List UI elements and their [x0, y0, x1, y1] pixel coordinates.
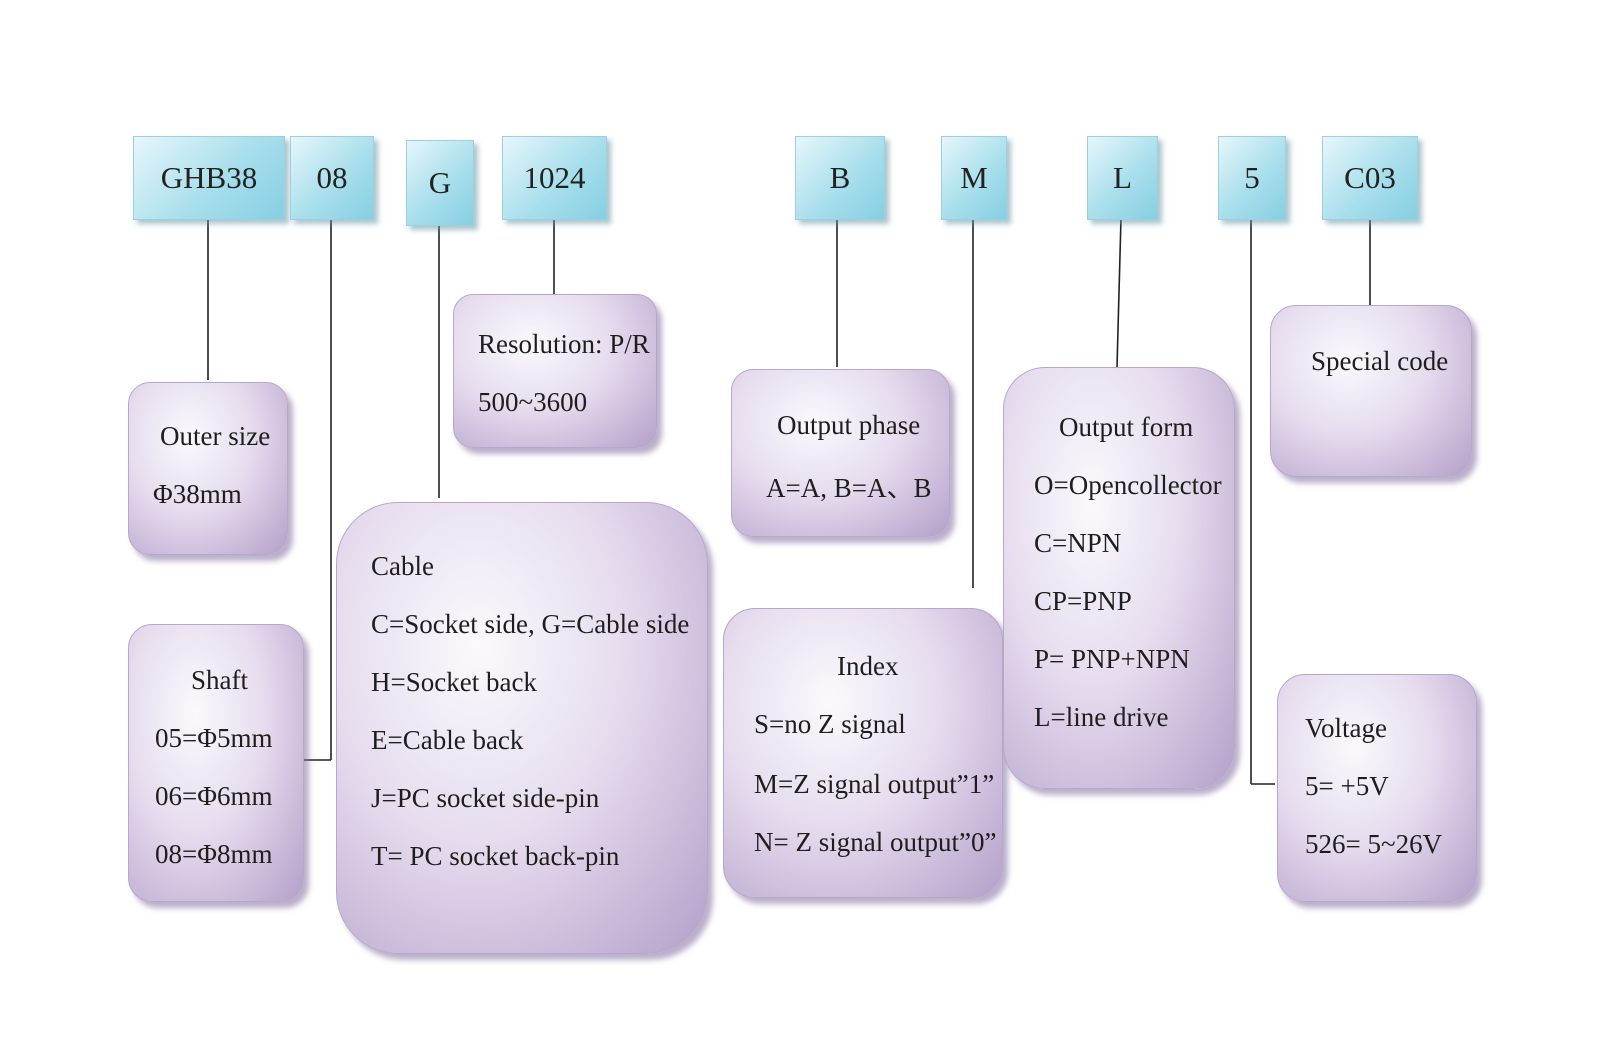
resolution-box: Resolution: P/R 500~3600 [453, 294, 657, 448]
resolution-value: 500~3600 [478, 387, 588, 417]
outer-size-box: Outer size Φ38mm [128, 382, 288, 555]
code-cable-g: G [406, 140, 474, 226]
voltage-box: Voltage 5= +5V 526= 5~26V [1277, 674, 1477, 902]
cable-item: H=Socket back [371, 667, 537, 697]
outer-size-value: Φ38mm [153, 479, 242, 509]
voltage-item: 526= 5~26V [1305, 829, 1443, 859]
code-ghb38: GHB38 [133, 136, 285, 220]
voltage-item: 5= +5V [1305, 771, 1389, 801]
output-phase-box: Output phase A=A, B=A、B [731, 369, 950, 537]
code-index-m: M [941, 136, 1007, 220]
index-box: Index S=no Z signal M=Z signal output”1”… [723, 608, 1003, 898]
code-shaft-08-label: 08 [316, 160, 348, 195]
shaft-item: 05=Φ5mm [155, 723, 273, 753]
shaft-item: 08=Φ8mm [155, 839, 273, 869]
code-output-form-l: L [1087, 136, 1158, 220]
output-form-title: Output form [1059, 412, 1194, 442]
index-title: Index [837, 651, 899, 681]
shaft-item: 06=Φ6mm [155, 781, 273, 811]
code-index-m-label: M [960, 160, 988, 195]
output-form-box: Output form O=Opencollector C=NPN CP=PNP… [1003, 367, 1235, 789]
special-code-title: Special code [1311, 346, 1449, 376]
output-form-item: O=Opencollector [1034, 470, 1222, 500]
output-form-item: P= PNP+NPN [1034, 644, 1190, 674]
code-special-c03-label: C03 [1344, 160, 1396, 195]
cable-item: T= PC socket back-pin [371, 841, 620, 871]
shaft-title: Shaft [191, 665, 248, 695]
connector-l [1116, 217, 1122, 368]
code-shaft-08: 08 [290, 136, 374, 220]
output-form-item: C=NPN [1034, 528, 1122, 558]
cable-item: C=Socket side, G=Cable side [371, 609, 690, 639]
code-cable-g-label: G [428, 165, 452, 200]
code-special-c03: C03 [1322, 136, 1418, 220]
cable-item: J=PC socket side-pin [371, 783, 600, 813]
code-ghb38-label: GHB38 [160, 160, 258, 195]
shaft-box: Shaft 05=Φ5mm 06=Φ6mm 08=Φ8mm [128, 624, 304, 902]
code-output-phase-b: B [795, 136, 885, 220]
code-voltage-5-label: 5 [1244, 160, 1260, 195]
code-resolution-1024: 1024 [502, 136, 607, 220]
output-form-item: L=line drive [1034, 702, 1169, 732]
output-phase-title: Output phase [777, 410, 921, 440]
cable-title: Cable [371, 551, 434, 581]
index-item: M=Z signal output”1” [754, 769, 995, 799]
cable-item: E=Cable back [371, 725, 524, 755]
output-form-item: CP=PNP [1034, 586, 1132, 616]
cable-box: Cable C=Socket side, G=Cable side H=Sock… [336, 502, 708, 954]
resolution-title: Resolution: P/R [478, 329, 650, 359]
index-item: S=no Z signal [754, 709, 906, 739]
output-phase-value: A=A, B=A、B [766, 473, 932, 503]
code-resolution-1024-label: 1024 [523, 160, 586, 195]
code-output-form-l-label: L [1113, 160, 1132, 195]
index-item: N= Z signal output”0” [754, 827, 997, 857]
code-voltage-5: 5 [1218, 136, 1286, 220]
code-output-phase-b-label: B [829, 160, 851, 195]
voltage-title: Voltage [1305, 713, 1387, 743]
outer-size-title: Outer size [160, 421, 271, 451]
special-code-box: Special code [1270, 305, 1472, 477]
